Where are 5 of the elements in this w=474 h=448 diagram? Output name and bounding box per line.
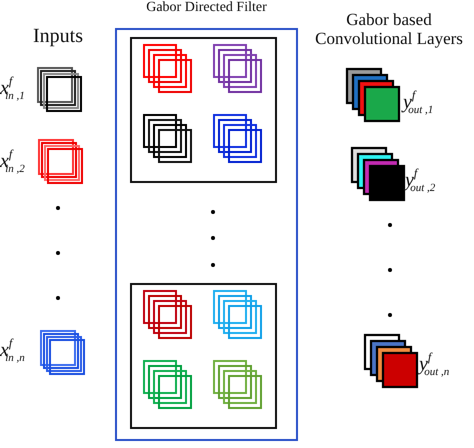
column-heading: Inputs <box>32 27 84 46</box>
filter-bank-box <box>130 283 277 429</box>
frame-title: Gabor Directed Filter <box>145 0 268 16</box>
column-heading: Gabor based Convolutional Layers <box>314 10 464 48</box>
filter-bank-box <box>130 37 277 183</box>
